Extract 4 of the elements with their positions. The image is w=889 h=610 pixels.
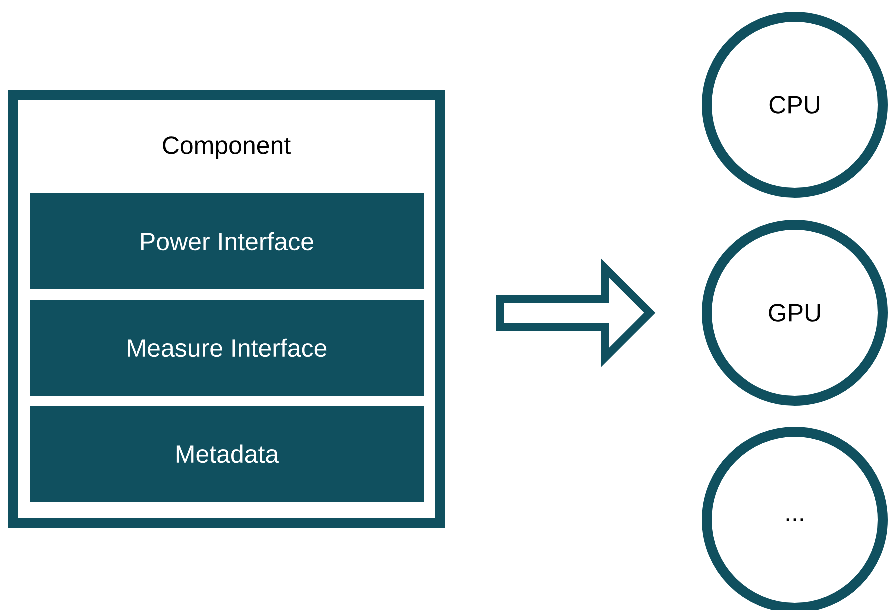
block-arrow (496, 258, 656, 368)
interface-box: Power Interface (30, 194, 424, 290)
interface-box: Measure Interface (30, 300, 424, 396)
interface-box: Metadata (30, 406, 424, 502)
